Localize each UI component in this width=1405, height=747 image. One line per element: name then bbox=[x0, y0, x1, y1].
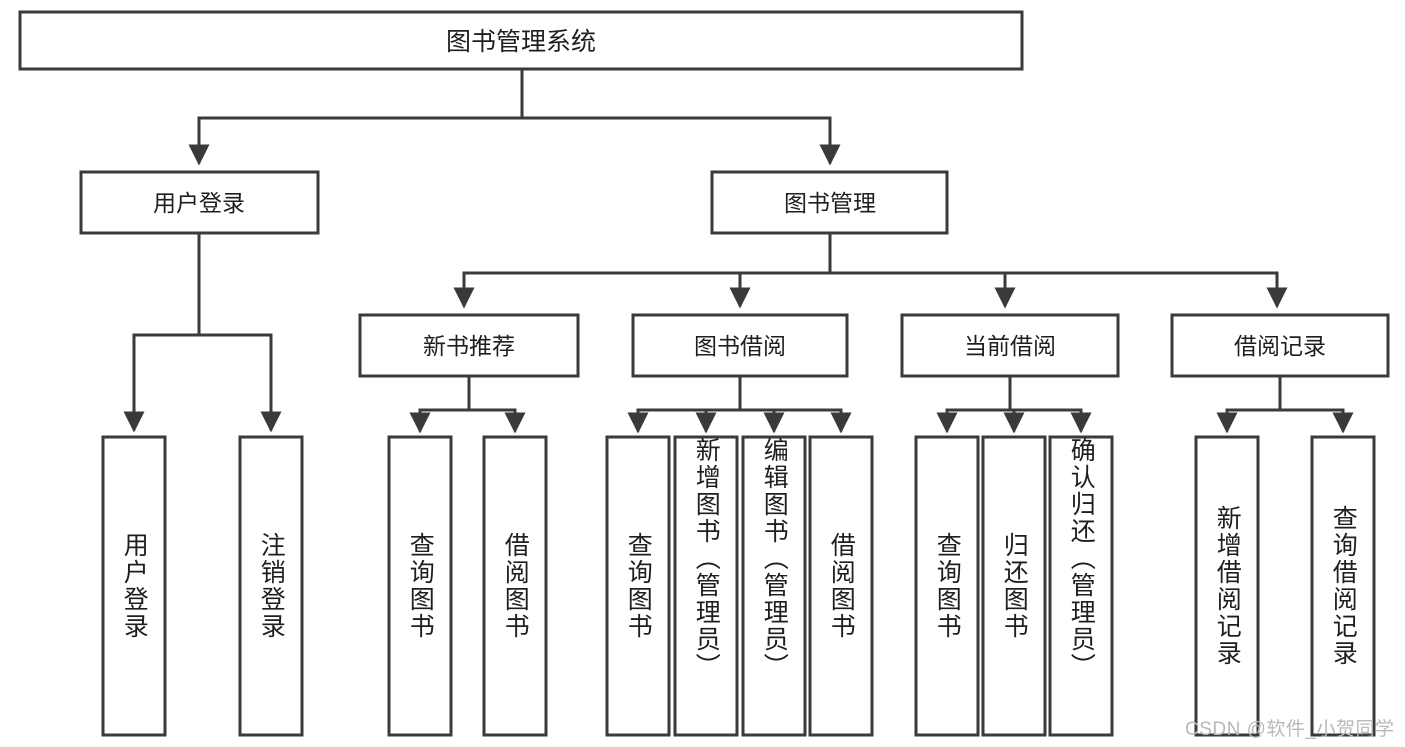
leaf-box-book-borrow-3[interactable] bbox=[808, 435, 874, 737]
leaf-box-borrow-record-1[interactable] bbox=[1310, 435, 1376, 737]
node-current-borrow[interactable]: 当前借阅 bbox=[900, 313, 1120, 378]
node-book-manage[interactable]: 图书管理 bbox=[710, 170, 949, 235]
node-borrow-record[interactable]: 借阅记录 bbox=[1170, 313, 1390, 378]
node-root[interactable]: 图书管理系统 bbox=[18, 10, 1024, 71]
leaf-box-user-login-1[interactable] bbox=[238, 435, 304, 737]
leaf-box-current-borrow-0[interactable] bbox=[914, 435, 980, 737]
node-current-borrow-label: 当前借阅 bbox=[964, 333, 1056, 359]
node-root-label: 图书管理系统 bbox=[446, 28, 596, 56]
node-new-book-recommend[interactable]: 新书推荐 bbox=[358, 313, 580, 378]
watermark-text: CSDN @软件_小贺同学 bbox=[1185, 719, 1395, 740]
leaf-box-new-book-0[interactable] bbox=[387, 435, 453, 737]
leaf-box-borrow-record-0[interactable] bbox=[1194, 435, 1260, 737]
node-book-manage-label: 图书管理 bbox=[784, 190, 876, 216]
node-book-borrow[interactable]: 图书借阅 bbox=[631, 313, 849, 378]
leaf-box-book-borrow-2[interactable] bbox=[741, 435, 807, 737]
node-user-login-label: 用户登录 bbox=[153, 190, 245, 216]
leaf-box-current-borrow-1[interactable] bbox=[981, 435, 1047, 737]
node-user-login[interactable]: 用户登录 bbox=[79, 170, 320, 235]
leaf-box-current-borrow-2[interactable] bbox=[1048, 435, 1114, 737]
node-book-borrow-label: 图书借阅 bbox=[694, 333, 786, 359]
node-new-book-recommend-label: 新书推荐 bbox=[423, 333, 515, 359]
leaf-box-new-book-1[interactable] bbox=[482, 435, 548, 737]
leaf-box-book-borrow-0[interactable] bbox=[605, 435, 671, 737]
leaf-box-book-borrow-1[interactable] bbox=[673, 435, 739, 737]
node-borrow-record-label: 借阅记录 bbox=[1234, 333, 1326, 359]
leaf-box-user-login-0[interactable] bbox=[101, 435, 167, 737]
